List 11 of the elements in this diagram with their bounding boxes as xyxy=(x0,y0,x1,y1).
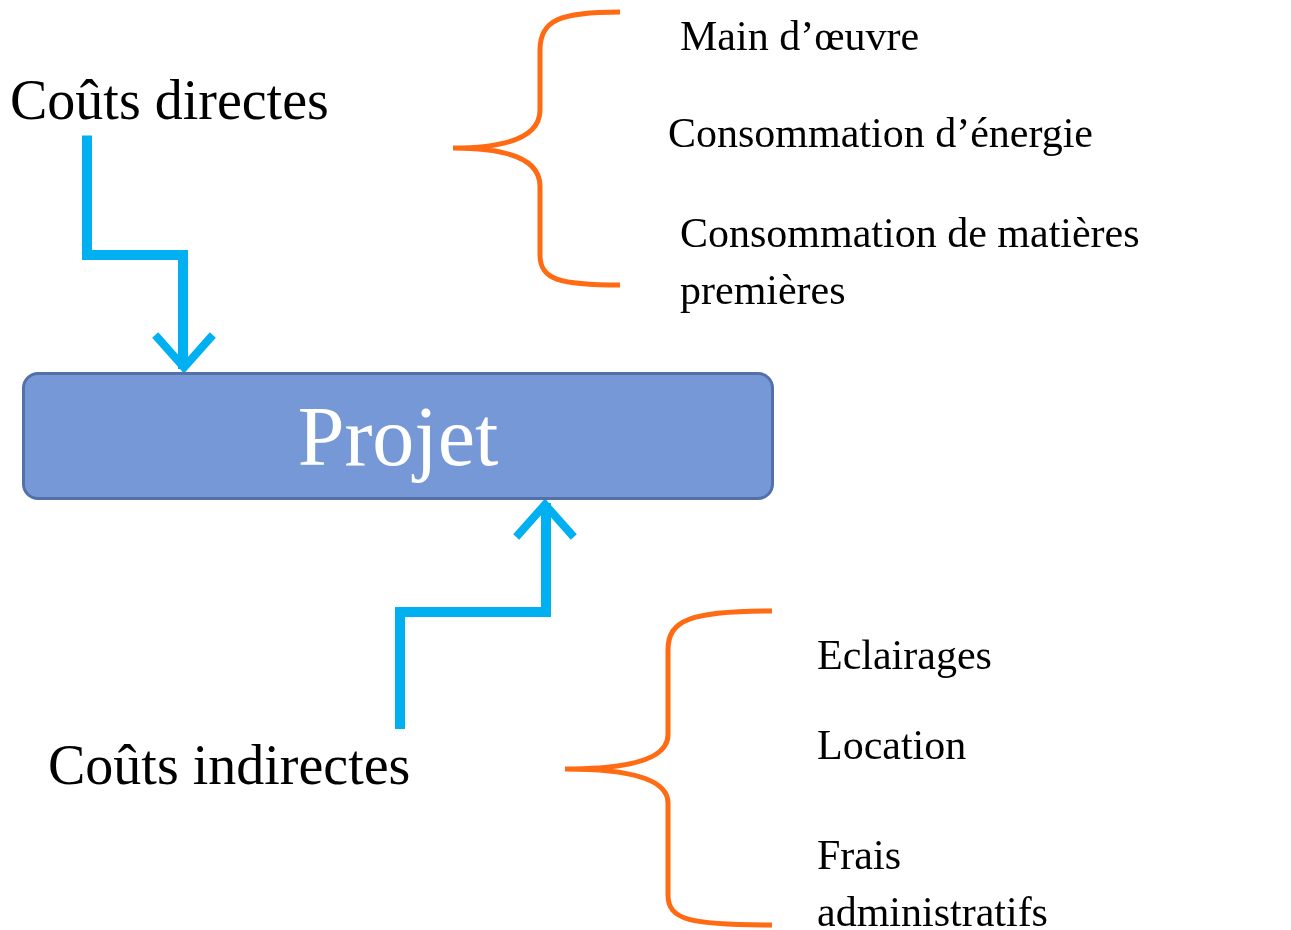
arrow xyxy=(82,135,218,372)
arrow xyxy=(395,500,579,729)
cost-label: Coûts directes xyxy=(10,70,329,132)
cost-item: Main d’œuvre xyxy=(680,12,921,61)
cost-item: Frais administratifs xyxy=(817,831,1049,930)
cost-item: Consommation de matières premières xyxy=(680,209,1141,315)
cost-item: Eclairages xyxy=(817,631,993,680)
cost-item: Consommation d’énergie xyxy=(668,109,1094,158)
cost-item: Location xyxy=(817,721,968,770)
cost-label: Coûts indirectes xyxy=(48,735,411,797)
process-box: Projet xyxy=(22,372,774,500)
